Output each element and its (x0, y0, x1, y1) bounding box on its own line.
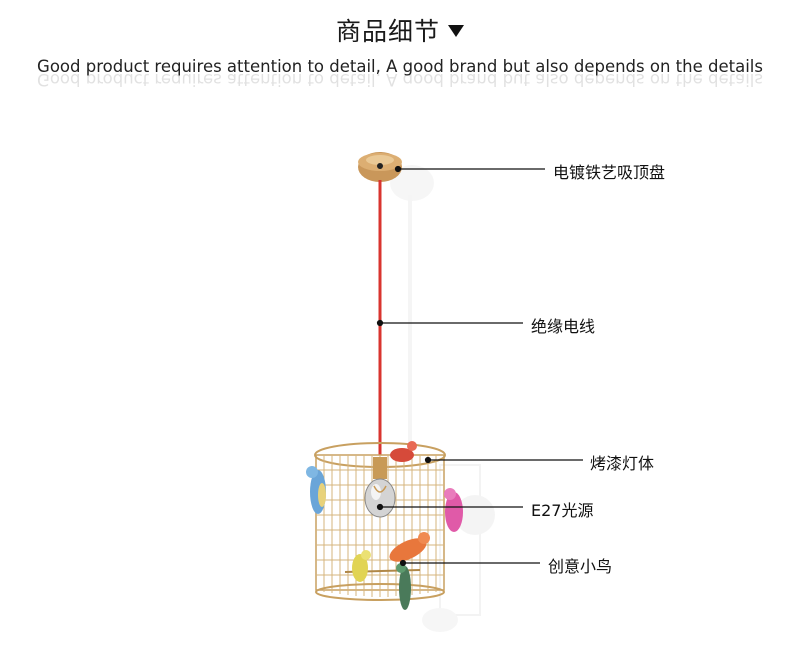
decorative-birds (306, 441, 463, 610)
bird-red (390, 441, 417, 462)
callout-birds: 创意小鸟 (548, 557, 613, 576)
section-title: 商品细节 (0, 12, 800, 48)
callout-lamp-body: 烤漆灯体 (590, 454, 655, 473)
bird-blue (306, 466, 326, 514)
callout-wire: 绝缘电线 (531, 317, 596, 336)
bird-yellow (352, 550, 371, 582)
callout-bulb: E27光源 (531, 501, 594, 520)
down-triangle-icon (448, 25, 464, 37)
bird-orange (389, 532, 430, 562)
section-subtitle: Good product requires attention to detai… (37, 57, 763, 76)
callout-leaders (376, 165, 583, 567)
ceiling-canopy (358, 152, 402, 182)
bird-pink (444, 488, 463, 532)
section-title-text: 商品细节 (335, 17, 440, 46)
callout-canopy: 电镀铁艺吸顶盘 (553, 163, 666, 182)
